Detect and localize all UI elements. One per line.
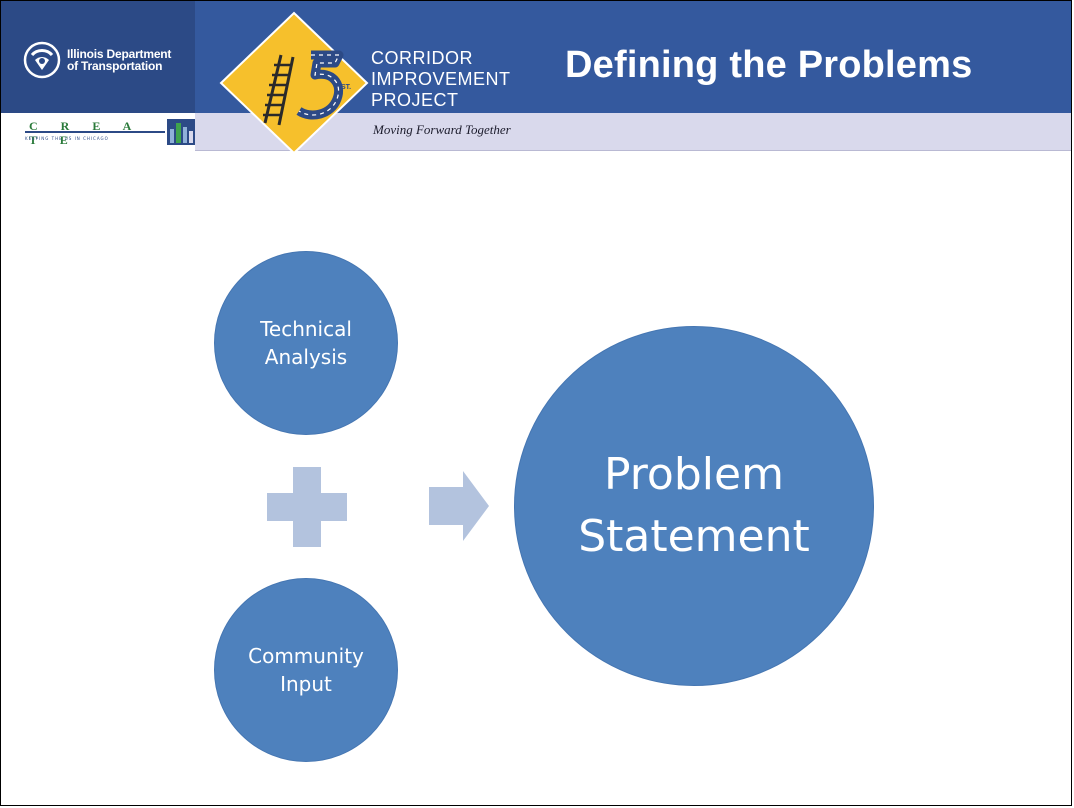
railroad-track-icon: [263, 54, 295, 126]
create-logo: C R E A T E KEEPING THE US IN CHICAGO: [25, 119, 197, 147]
header-banner: Illinois Department of Transportation C …: [1, 1, 1071, 155]
project-name-line3: PROJECT: [371, 90, 459, 110]
agency-panel: [1, 1, 195, 113]
plus-vertical-bar: [293, 467, 321, 547]
idot-name-line1: Illinois Department: [67, 47, 172, 61]
idot-name: Illinois Department of Transportation: [67, 48, 171, 72]
problem-statement-circle: Problem Statement: [514, 326, 874, 686]
project-name-line1: CORRIDOR: [371, 48, 473, 68]
create-tagline: KEEPING THE US IN CHICAGO: [25, 136, 109, 141]
create-skyline-icon: [167, 119, 195, 145]
plus-icon: [267, 467, 347, 547]
technical-analysis-label: Technical Analysis: [220, 315, 392, 371]
create-wordmark: C R E A T E: [25, 119, 165, 147]
technical-analysis-circle: Technical Analysis: [214, 251, 398, 435]
logo-street-suffix: ST.: [341, 84, 351, 91]
idot-name-line2: of Transportation: [67, 59, 163, 73]
idot-logo: Illinois Department of Transportation: [23, 41, 171, 79]
community-input-line1: Community: [248, 644, 364, 668]
community-input-circle: Community Input: [214, 578, 398, 762]
project-name: CORRIDOR IMPROVEMENT PROJECT: [371, 48, 511, 111]
project-name-line2: IMPROVEMENT: [371, 69, 511, 89]
community-input-line2: Input: [280, 672, 332, 696]
technical-analysis-line2: Analysis: [264, 345, 348, 369]
problem-statement-label: Problem Statement: [518, 444, 870, 568]
problem-statement-line1: Problem: [604, 449, 784, 500]
idot-emblem-icon: [23, 41, 61, 79]
project-tagline: Moving Forward Together: [373, 122, 511, 137]
problem-statement-line2: Statement: [578, 511, 810, 562]
arrow-right-icon: [429, 471, 489, 541]
75th-street-diamond-logo: ST.: [219, 11, 369, 155]
technical-analysis-line1: Technical: [260, 317, 352, 341]
community-input-label: Community Input: [208, 642, 404, 698]
slide-title: Defining the Problems: [565, 44, 973, 86]
